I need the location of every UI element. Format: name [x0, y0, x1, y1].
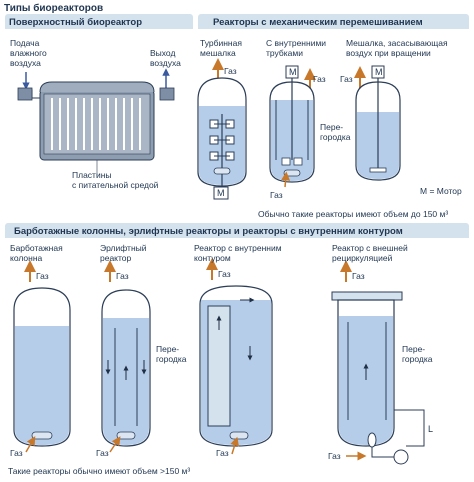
aspirating-label-line2: воздух при вращении: [346, 48, 431, 58]
bubble-column-label-line2: колонна: [10, 253, 43, 263]
motor-letter-1: M: [217, 188, 225, 198]
internal-loop-label-line2: контуром: [194, 253, 231, 263]
plates-label-line1: Пластины: [72, 170, 112, 180]
bubble-column: [13, 260, 71, 453]
motor-letter-2: M: [289, 67, 297, 77]
aspirating-label-line1: Мешалка, засасывающая: [346, 38, 448, 48]
airlift-baffle-line1: Пере-: [156, 344, 180, 354]
turbine-label-line2: мешалка: [200, 48, 236, 58]
mech-baffle-line2: городка: [320, 132, 351, 142]
aspirating-stirrer-reactor: [354, 65, 401, 181]
mech-gas-label-3: Газ: [340, 74, 353, 84]
bubble-gas-in-label-2: Газ: [96, 448, 109, 458]
mech-gas-label-1: Газ: [224, 66, 237, 76]
external-recirc-label-line1: Реактор с внешней: [332, 243, 408, 253]
outlet-label-line1: Выход: [150, 48, 176, 58]
bubble-gas-label-2: Газ: [116, 271, 129, 281]
bubble-gas-label-1: Газ: [36, 271, 49, 281]
bubble-gas-in-label-3: Газ: [216, 448, 229, 458]
mechanical-panel-title: Реакторы с механическим перемешиванием: [213, 17, 423, 28]
outlet-label-line2: воздуха: [150, 58, 181, 68]
bubble-gas-in-label-1: Газ: [10, 448, 23, 458]
page-title: Типы биореакторов: [4, 3, 104, 14]
turbine-stirrer-reactor: [197, 58, 247, 200]
recirc-baffle-line2: городка: [402, 354, 433, 364]
mechanical-volume-note: Обычно такие реакторы имеют объем до 150…: [258, 209, 449, 219]
motor-legend: М = Мотор: [420, 186, 462, 196]
tubes-label-line2: трубками: [266, 48, 303, 58]
tubes-label-line1: С внутренними: [266, 38, 327, 48]
turbine-label-line1: Турбинная: [200, 38, 242, 48]
airlift-label-line1: Эрлифтный: [100, 243, 147, 253]
recirc-baffle-line1: Пере-: [402, 344, 426, 354]
mech-gas-label-2: Газ: [313, 74, 326, 84]
mech-gas-label-4: Газ: [270, 190, 283, 200]
mech-baffle-line1: Пере-: [320, 122, 344, 132]
surface-bioreactor: [17, 68, 175, 176]
inlet-label-line1: Подача: [10, 38, 40, 48]
internal-tubes-reactor: [269, 65, 316, 188]
external-recirculation-reactor: [331, 260, 425, 465]
bubble-gas-in-label-4: Газ: [328, 451, 341, 461]
internal-loop-label-line1: Реактор с внутренним: [194, 243, 282, 253]
airlift-reactor: [101, 260, 151, 453]
loop-letter: L: [428, 424, 434, 434]
bubble-gas-label-3: Газ: [218, 269, 231, 279]
bubble-panel-title: Барботажные колонны, эрлифтные реакторы …: [14, 226, 403, 237]
motor-letter-3: M: [375, 67, 383, 77]
external-recirc-label-line2: рециркуляцией: [332, 253, 393, 263]
surface-panel-title: Поверхностный биореактор: [9, 17, 143, 28]
internal-loop-reactor: [199, 258, 273, 455]
plates-label-line2: с питательной средой: [72, 180, 159, 190]
airlift-label-line2: реактор: [100, 253, 132, 263]
bubble-column-label-line1: Барботажная: [10, 243, 63, 253]
inlet-label-line2: влажного: [10, 48, 47, 58]
bubble-gas-label-4: Газ: [352, 271, 365, 281]
airlift-baffle-line2: городка: [156, 354, 187, 364]
inlet-label-line3: воздуха: [10, 58, 41, 68]
bubble-volume-note: Такие реакторы обычно имеют объем >150 м…: [8, 466, 191, 476]
